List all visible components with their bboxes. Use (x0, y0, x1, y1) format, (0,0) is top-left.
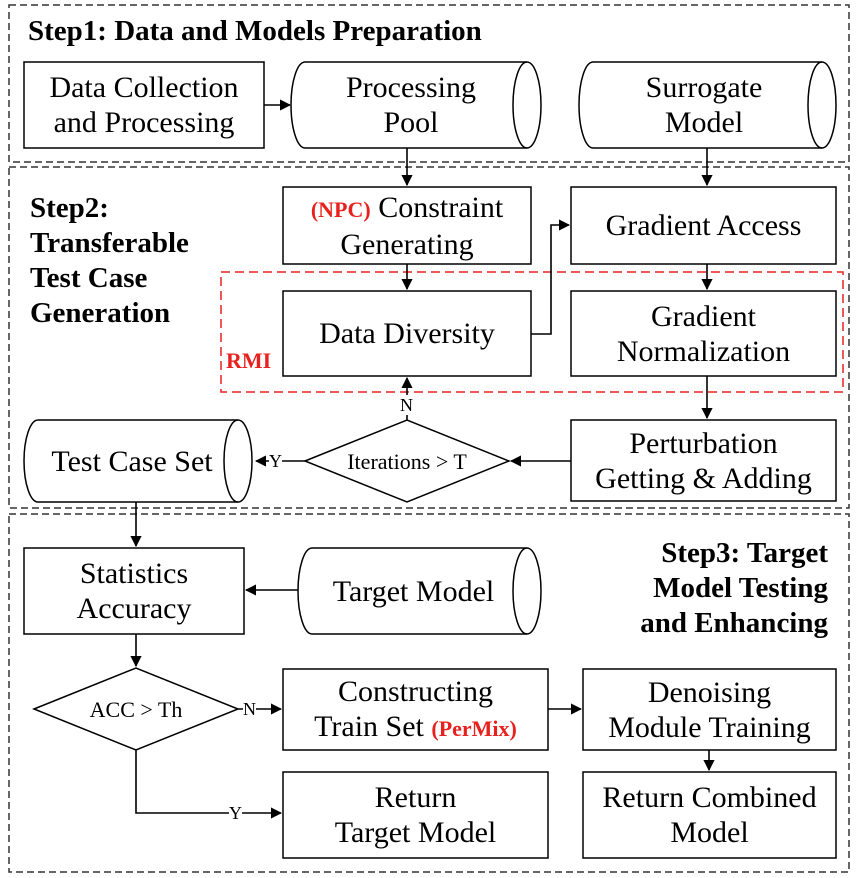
constraint-generating-line2: Generating (340, 227, 474, 261)
step2-title-line3: Test Case (30, 262, 148, 294)
perturbation-node: Perturbation Getting & Adding (571, 420, 836, 501)
step3-title-line1: Step3: Target (661, 537, 828, 569)
denoising-line1: Denoising (647, 675, 772, 709)
data-diversity-label: Data Diversity (319, 317, 495, 350)
arrow-acc-to-return-target (135, 750, 283, 819)
statistics-accuracy-node: Statistics Accuracy (24, 548, 244, 634)
data-collection-node: Data Collection and Processing (24, 62, 264, 148)
step1-title: Step1: Data and Models Preparation (28, 15, 482, 47)
return-combined-line1: Return Combined (602, 781, 817, 814)
iterations-decision-node: Iterations > T (305, 420, 509, 502)
gradient-normalization-line1: Gradient (651, 299, 756, 333)
statistics-accuracy-line1: Statistics (79, 557, 189, 590)
step3-title-line2: Model Testing (653, 572, 828, 604)
acc-decision-label: ACC > Th (89, 696, 183, 722)
test-case-set-node: Test Case Set (26, 420, 238, 502)
test-case-set-shape (23, 419, 253, 503)
gradient-normalization-box (570, 290, 837, 377)
step1-frame (8, 4, 850, 163)
denoising-training-node: Denoising Module Training (583, 669, 836, 750)
constructing-line2: Train Set (PerMix) (314, 709, 517, 746)
step3-frame (8, 513, 850, 873)
target-model-label: Target Model (332, 574, 495, 608)
step3-title-line3: and Enhancing (640, 607, 828, 639)
processing-pool-line2: Pool (383, 106, 439, 139)
step2-title-line1: Step2: (30, 192, 109, 224)
processing-pool-shape (290, 61, 542, 149)
acc-yes-label: Y (229, 803, 242, 823)
iterations-no-label: N (400, 395, 413, 415)
perturbation-line2: Getting & Adding (595, 461, 812, 495)
gradient-access-box (570, 186, 837, 265)
rmi-region (220, 271, 844, 393)
gradient-normalization-line2: Normalization (616, 334, 791, 368)
data-collection-line1: Data Collection (49, 71, 239, 104)
return-combined-line2: Model (670, 816, 749, 849)
acc-no-label: N (243, 699, 256, 719)
surrogate-model-shape (578, 61, 837, 149)
data-diversity-node: Data Diversity (283, 291, 531, 376)
target-model-shape (297, 547, 542, 635)
constraint-generating-line1: (NPC) Constraint (311, 190, 503, 227)
test-case-set-label: Test Case Set (51, 444, 213, 478)
processing-pool-node: Processing Pool (296, 62, 526, 148)
npc-tag: (NPC) (310, 196, 371, 222)
data-collection-box (23, 61, 265, 149)
statistics-accuracy-line2: Accuracy (76, 592, 192, 625)
gradient-access-label: Gradient Access (605, 209, 802, 242)
statistics-accuracy-box (23, 547, 245, 635)
constraint-generating-node: (NPC) Constraint Generating (283, 187, 531, 264)
train-set-text: Train Set (314, 709, 432, 743)
return-target-line2: Target Model (334, 816, 497, 849)
surrogate-model-node: Surrogate Model (586, 62, 822, 148)
rmi-label: RMI (226, 348, 272, 373)
denoising-training-box (582, 668, 837, 751)
perturbation-line1: Perturbation (629, 426, 778, 460)
arrow-diversity-to-gradient-access (531, 219, 571, 335)
constructing-line1: Constructing (338, 674, 493, 708)
return-combined-box (582, 771, 837, 859)
gradient-normalization-node: Gradient Normalization (571, 291, 836, 376)
step2-title: Step2: Transferable Test Case Generation (30, 191, 189, 331)
step2-title-line2: Transferable (30, 227, 189, 259)
surrogate-model-line2: Model (664, 106, 744, 139)
permix-tag: (PerMix) (431, 715, 517, 741)
return-target-node: Return Target Model (283, 772, 548, 858)
iterations-decision-shape (302, 419, 512, 503)
step3-title: Step3: Target Model Testing and Enhancin… (596, 536, 828, 641)
acc-decision-node: ACC > Th (34, 668, 238, 750)
return-combined-node: Return Combined Model (583, 772, 836, 858)
step2-frame (8, 166, 850, 509)
surrogate-model-line1: Surrogate (645, 71, 763, 104)
processing-pool-line1: Processing (346, 71, 476, 104)
return-target-line1: Return (374, 781, 457, 814)
gradient-access-node: Gradient Access (571, 187, 836, 264)
step2-title-line4: Generation (30, 297, 171, 329)
denoising-line2: Module Training (608, 710, 811, 744)
iterations-yes-label: Y (269, 451, 282, 471)
return-target-box (282, 771, 549, 859)
iterations-decision-label: Iterations > T (347, 448, 467, 474)
data-collection-line2: and Processing (53, 106, 235, 139)
data-diversity-box (282, 290, 532, 377)
constructing-train-set-node: Constructing Train Set (PerMix) (283, 669, 548, 750)
constraint-text: Constraint (370, 190, 504, 224)
target-model-node: Target Model (300, 548, 527, 634)
